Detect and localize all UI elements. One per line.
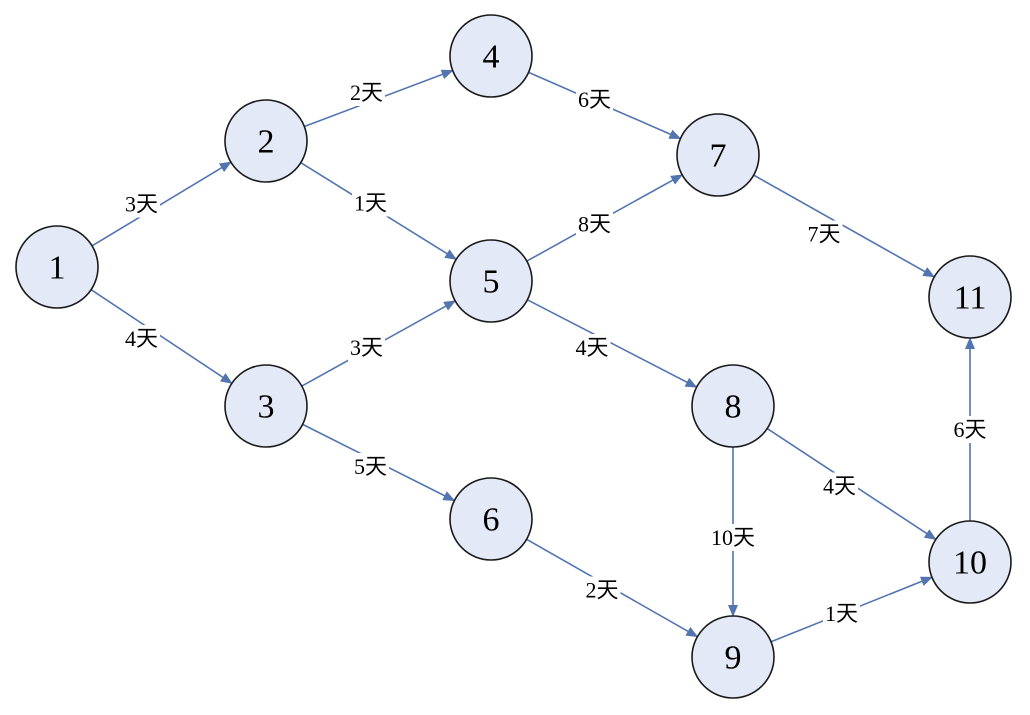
- node-circle-7: [676, 113, 760, 197]
- node-8: 8: [691, 364, 775, 448]
- node-1: 1: [15, 225, 99, 309]
- edge-label-5-8: 4天: [575, 335, 608, 360]
- edges-layer: [90, 69, 975, 643]
- edge-label-group-2-5: 1天: [351, 189, 390, 217]
- edge-1-3: [90, 289, 233, 384]
- edge-label-1-2: 3天: [125, 192, 158, 217]
- edge-label-bg-2-5: [351, 189, 390, 217]
- node-circle-5: [449, 239, 533, 323]
- edge-label-group-8-10: 4天: [820, 472, 859, 500]
- node-circle-11: [928, 255, 1012, 339]
- edge-label-bg-4-7: [575, 86, 614, 113]
- edge-label-5-7: 8天: [578, 212, 611, 237]
- node-label-11: 11: [954, 280, 987, 317]
- edge-label-group-7-11: 7天: [805, 220, 843, 248]
- node-circle-2: [224, 99, 308, 183]
- edge-label-group-6-9: 2天: [583, 576, 621, 604]
- edge-label-bg-9-10: [822, 600, 861, 627]
- edge-label-group-4-7: 6天: [575, 86, 614, 113]
- edge-label-group-9-10: 1天: [822, 600, 861, 627]
- node-label-4: 4: [483, 39, 500, 76]
- node-5: 5: [449, 239, 533, 323]
- edge-label-group-5-8: 4天: [573, 334, 611, 361]
- edge-label-1-3: 4天: [125, 326, 158, 351]
- edge-label-bg-3-5: [347, 334, 386, 361]
- edge-label-group-10-11: 6天: [951, 416, 989, 443]
- edge-label-group-3-6: 5天: [351, 453, 390, 480]
- edge-label-bg-2-4: [347, 79, 386, 106]
- node-6: 6: [449, 477, 533, 561]
- node-2: 2: [224, 99, 308, 183]
- edge-label-9-10: 1天: [825, 601, 858, 626]
- node-label-3: 3: [258, 389, 275, 426]
- edge-label-3-5: 3天: [350, 335, 383, 360]
- edge-label-bg-8-9: [708, 524, 758, 551]
- edge-label-bg-5-8: [573, 334, 611, 361]
- edge-label-bg-3-6: [351, 453, 390, 480]
- edge-label-bg-7-11: [805, 220, 843, 248]
- node-circle-8: [691, 364, 775, 448]
- node-label-9: 9: [725, 640, 742, 677]
- node-label-7: 7: [710, 138, 727, 175]
- edge-label-bg-5-7: [575, 210, 614, 238]
- edge-label-6-9: 2天: [585, 578, 618, 603]
- edge-label-group-2-4: 2天: [347, 79, 386, 106]
- node-circle-3: [224, 364, 308, 448]
- node-10: 10: [928, 520, 1012, 604]
- node-label-5: 5: [483, 264, 500, 301]
- edge-1-2: [91, 161, 232, 247]
- edge-label-bg-6-9: [583, 576, 621, 604]
- edge-label-4-7: 6天: [578, 87, 611, 112]
- node-circle-10: [928, 520, 1012, 604]
- edge-label-group-5-7: 8天: [575, 210, 614, 238]
- node-circle-6: [449, 477, 533, 561]
- edge-label-bg-10-11: [951, 416, 989, 443]
- edge-label-8-9: 10天: [711, 525, 755, 550]
- edge-label-bg-1-3: [122, 325, 161, 352]
- edge-label-2-4: 2天: [350, 80, 383, 105]
- node-4: 4: [449, 14, 533, 98]
- node-circle-1: [15, 225, 99, 309]
- node-label-8: 8: [725, 389, 742, 426]
- node-11: 11: [928, 255, 1012, 339]
- nodes-layer: 1 2 3 4 5 6 7 8 9 10 11: [15, 14, 1012, 699]
- edge-label-8-10: 4天: [823, 474, 856, 499]
- edge-label-2-5: 1天: [354, 191, 387, 216]
- edge-label-group-3-5: 3天: [347, 334, 386, 361]
- node-label-1: 1: [49, 250, 66, 287]
- edge-label-3-6: 5天: [354, 454, 387, 479]
- node-label-6: 6: [483, 502, 500, 539]
- node-label-10: 10: [953, 545, 987, 582]
- edge-label-group-1-3: 4天: [122, 325, 161, 352]
- edge-label-10-11: 6天: [953, 417, 986, 442]
- edge-label-bg-8-10: [820, 472, 859, 500]
- edge-5-8: [527, 299, 698, 388]
- edge-label-7-11: 7天: [807, 222, 840, 247]
- edge-7-11: [753, 174, 936, 278]
- node-9: 9: [691, 615, 775, 699]
- node-label-2: 2: [258, 124, 275, 161]
- edge-label-bg-1-2: [122, 190, 161, 218]
- node-circle-4: [449, 14, 533, 98]
- edge-label-group-1-2: 3天: [122, 190, 161, 218]
- node-7: 7: [676, 113, 760, 197]
- edge-label-group-8-9: 10天: [708, 524, 758, 551]
- edge-labels-layer: 3天 4天 2天 1天 3天 5天 6天 8天 4天 2天 7天 10天 4天 1天 6天: [122, 79, 989, 627]
- node-3: 3: [224, 364, 308, 448]
- node-circle-9: [691, 615, 775, 699]
